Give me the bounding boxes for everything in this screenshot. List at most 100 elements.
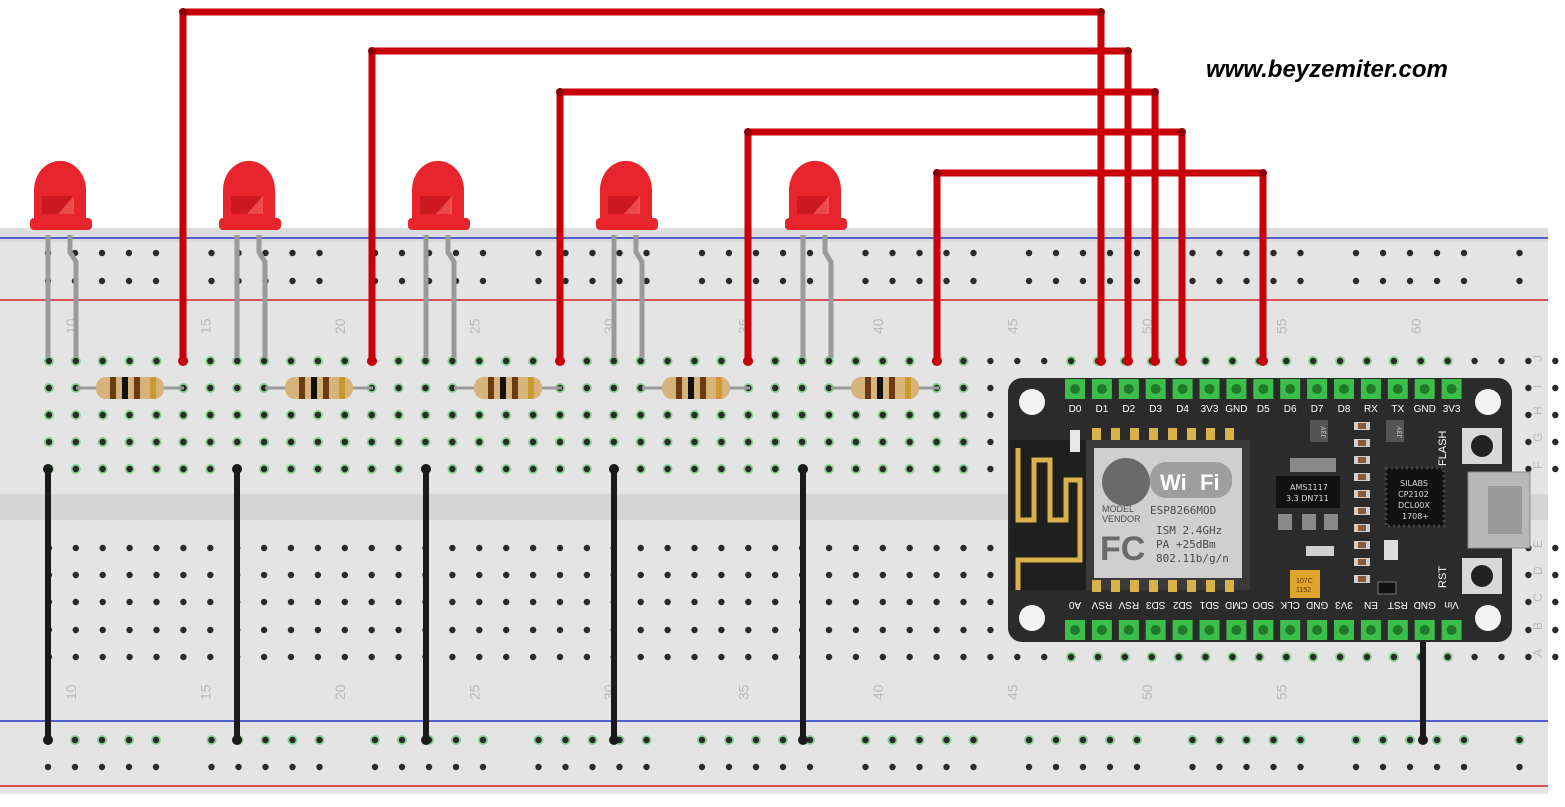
breadboard-hole [314, 357, 322, 365]
breadboard-hole [71, 763, 79, 771]
column-label: 50 [1139, 684, 1155, 700]
row-letter: I [1531, 385, 1545, 388]
breadboard-hole [99, 626, 106, 634]
chip-date-label: 1708+ [1402, 512, 1429, 521]
breadboard-hole [529, 653, 537, 661]
breadboard-hole [316, 736, 323, 744]
breadboard-hole [535, 277, 542, 285]
breadboard-hole [718, 357, 725, 365]
breadboard-hole [906, 653, 913, 661]
breadboard-hole [260, 598, 268, 606]
breadboard-hole [1014, 357, 1021, 365]
breadboard-hole [879, 598, 886, 606]
breadboard-hole [583, 598, 591, 606]
led-leg [633, 235, 645, 358]
watermark-text: www.beyzemiter.com [1206, 56, 1448, 83]
breadboard-hole [98, 736, 106, 744]
breadboard-hole [589, 249, 596, 257]
breadboard-hole [422, 384, 429, 392]
breadboard-hole [643, 249, 650, 257]
breadboard-hole [664, 571, 671, 579]
signal-wires [178, 8, 1268, 366]
breadboard-hole [72, 357, 80, 365]
breadboard-hole [314, 598, 322, 606]
breadboard-hole [503, 653, 510, 661]
breadboard-hole [1079, 763, 1087, 771]
module-pad [1092, 580, 1101, 592]
esp-model-label: MODEL [1102, 504, 1134, 514]
breadboard-hole [153, 626, 160, 634]
breadboard-hole [556, 626, 564, 634]
breadboard-hole [368, 571, 375, 579]
breadboard-hole [637, 357, 644, 365]
resistor-band [339, 377, 345, 399]
breadboard-hole [153, 653, 160, 661]
breadboard-hole [970, 736, 977, 744]
breadboard-hole [879, 626, 886, 634]
breadboard-hole [395, 357, 402, 365]
breadboard-hole [287, 571, 295, 579]
resistor [831, 377, 939, 399]
breadboard-hole [287, 598, 295, 606]
breadboard-hole [1297, 277, 1304, 285]
breadboard-hole [479, 277, 487, 285]
breadboard-hole [718, 544, 725, 552]
breadboard-hole [906, 571, 913, 579]
breadboard-hole [960, 438, 967, 446]
breadboard-hole [725, 763, 733, 771]
breadboard-hole [1390, 357, 1398, 365]
breadboard-hole [72, 438, 80, 446]
breadboard-hole [1552, 544, 1559, 552]
breadboard-hole [1552, 626, 1559, 634]
breadboard-hole [718, 598, 725, 606]
signal-wire [556, 88, 1159, 361]
breadboard-hole [1025, 736, 1033, 744]
breadboard-hole [98, 249, 106, 257]
breadboard-hole [745, 465, 752, 473]
breadboard-hole [879, 438, 886, 446]
breadboard-hole [398, 249, 406, 257]
breadboard-hole [987, 626, 994, 634]
breadboard-hole [45, 438, 53, 446]
pin-label: SD1 [1199, 599, 1219, 610]
pin-label: RSV [1091, 599, 1112, 610]
breadboard-hole [395, 653, 402, 661]
column-label: 55 [1273, 318, 1289, 334]
cap-label: 107C [1296, 578, 1313, 585]
pin-label: GND [1414, 599, 1436, 610]
row-letter: A [1531, 649, 1545, 657]
transistor-label-2: J3Y [1397, 426, 1404, 438]
usb-uart-chip [1384, 466, 1446, 528]
breadboard-hole [449, 438, 456, 446]
breadboard-hole [180, 653, 187, 661]
breadboard-hole [862, 736, 869, 744]
breadboard-hole [449, 357, 456, 365]
resistors [76, 377, 939, 399]
breadboard-hole [637, 544, 644, 552]
breadboard-hole [610, 357, 617, 365]
breadboard-hole [556, 571, 564, 579]
regulator-chip [1276, 476, 1340, 508]
breadboard-hole [395, 544, 402, 552]
breadboard-hole [99, 411, 106, 419]
breadboard-hole [779, 736, 787, 744]
breadboard-hole [852, 598, 860, 606]
breadboard-hole [260, 357, 268, 365]
breadboard-hole [798, 357, 806, 365]
breadboard-hole [852, 571, 860, 579]
breadboard-hole [1189, 249, 1196, 257]
breadboard-hole [643, 277, 650, 285]
pin-label: D3 [1149, 404, 1162, 415]
breadboard-hole [906, 357, 913, 365]
breadboard-hole [153, 571, 160, 579]
flash-button-label: FLASH [1437, 430, 1449, 466]
mount-hole [1019, 389, 1045, 415]
breadboard-hole [556, 465, 564, 473]
breadboard-hole [610, 438, 617, 446]
breadboard-hole [643, 763, 650, 771]
breadboard-hole [1525, 411, 1532, 419]
breadboard-hole [725, 277, 733, 285]
breadboard-hole [1444, 653, 1451, 661]
breadboard-hole [535, 763, 542, 771]
regulator-label-2: 3.3 DN711 [1286, 494, 1329, 503]
